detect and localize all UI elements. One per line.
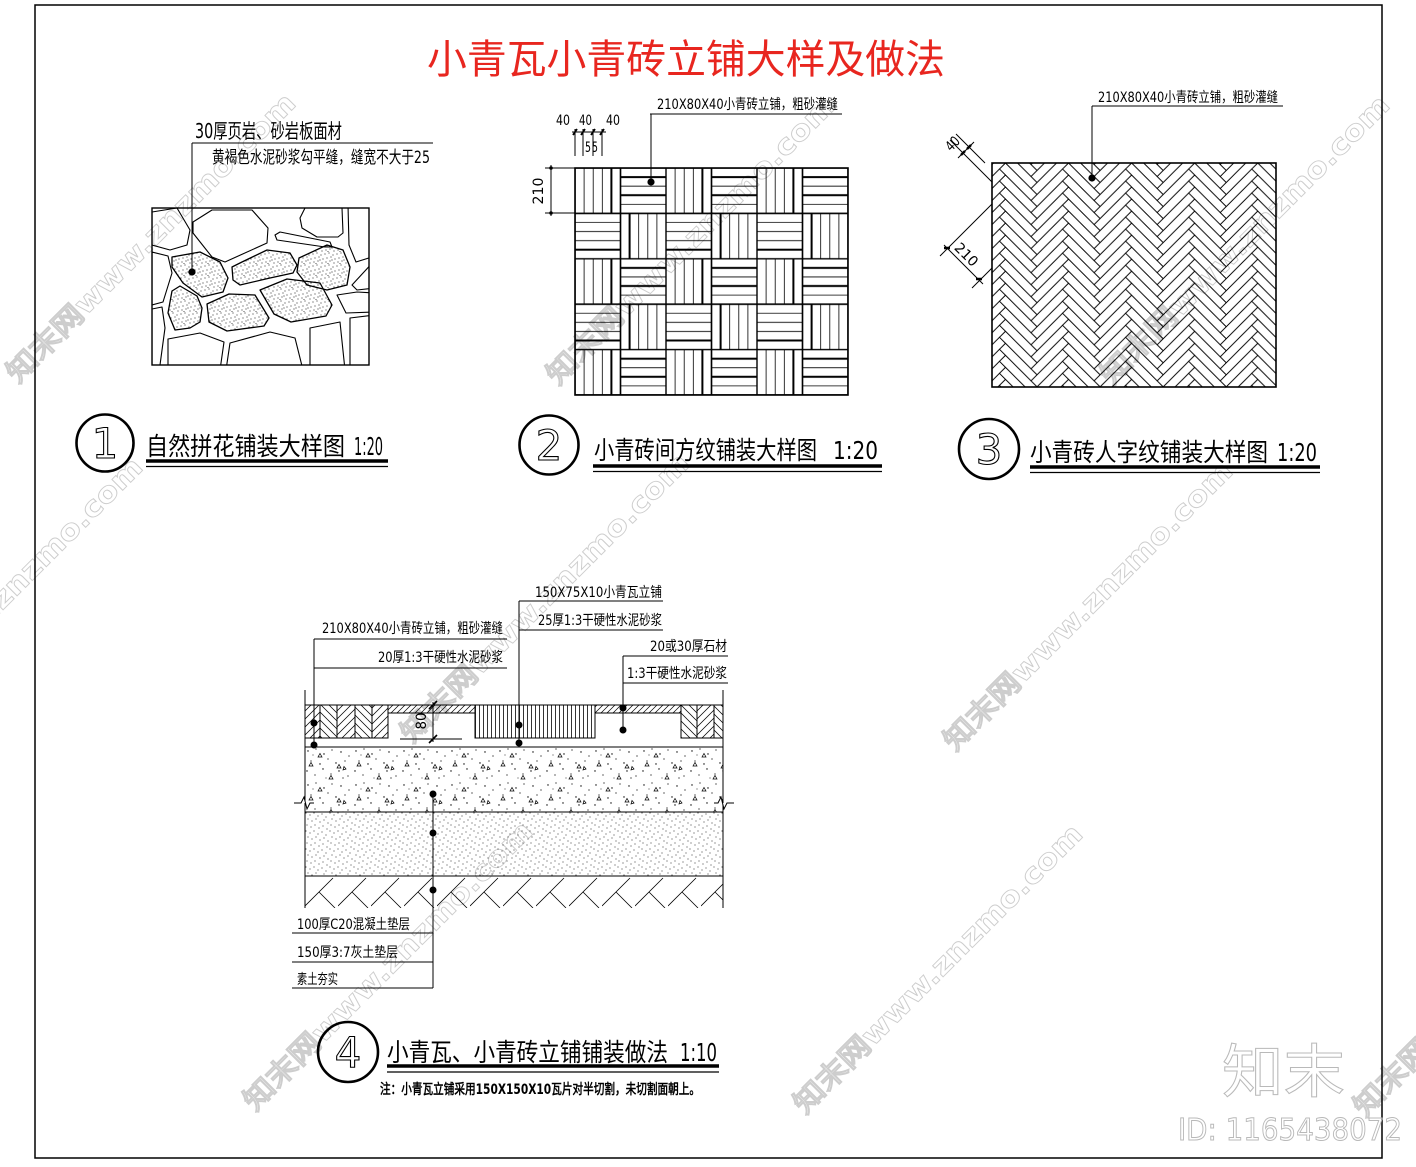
break-mark-left bbox=[294, 795, 314, 811]
dim-80-label: 80 bbox=[414, 713, 430, 730]
flagstone-stippled bbox=[171, 251, 229, 298]
flagstone-stippled bbox=[167, 285, 203, 331]
detail-4-number-circle bbox=[316, 1020, 380, 1084]
detail-1-material-label: 30厚页岩、砂岩板面材 bbox=[195, 119, 342, 143]
detail-2-number: 2 bbox=[536, 421, 563, 470]
detail-3-material-label: 210X80X40小青砖立铺，粗砂灌缝 bbox=[1098, 90, 1278, 106]
detail-1-natural-paving: 30厚页岩、砂岩板面材 黄褐色水泥砂浆勾平缝，缝宽不大于25 bbox=[75, 119, 433, 473]
leader-dot bbox=[1088, 174, 1096, 182]
concrete-layer bbox=[305, 747, 723, 812]
detail-2-scale: 1:20 bbox=[833, 436, 878, 465]
dim-40: 40 bbox=[579, 113, 592, 129]
leader-dot bbox=[188, 268, 196, 276]
detail-3-number-circle bbox=[957, 417, 1021, 481]
flagstone bbox=[152, 251, 173, 306]
detail-2-basket-weave-paving: 210X80X40小青砖立铺，粗砂灌缝 40 40 40 5 5 210 bbox=[518, 97, 882, 476]
flagstone-stippled bbox=[206, 293, 270, 332]
detail-1-number-circle bbox=[75, 413, 135, 473]
detail-3-herringbone-paving: 210X80X40小青砖立铺，粗砂灌缝 40 210 3 小青砖人字纹铺装大样图… bbox=[939, 90, 1320, 481]
callout-brick-label: 210X80X40小青砖立铺，粗砂灌缝 bbox=[322, 621, 503, 637]
flagstone-stippled bbox=[231, 249, 298, 286]
watermark-logo: 知末 bbox=[1222, 1038, 1345, 1106]
detail-3-scale: 1:20 bbox=[1277, 438, 1317, 467]
detail-4-scale: 1:10 bbox=[680, 1038, 717, 1067]
flagstone bbox=[299, 208, 344, 238]
detail-2-top-dimension: 40 40 40 5 5 bbox=[556, 113, 620, 156]
page-title: 小青瓦小青砖立铺大样及做法 bbox=[427, 37, 945, 83]
herringbone-field bbox=[991, 162, 1277, 388]
dim-80: 80 bbox=[400, 700, 462, 744]
detail-3-title: 小青砖人字纹铺装大样图 bbox=[1030, 438, 1268, 467]
break-mark-right bbox=[714, 795, 734, 811]
detail-2-material-label: 210X80X40小青砖立铺，粗砂灌缝 bbox=[657, 97, 838, 113]
sheet-frame bbox=[34, 4, 1383, 1159]
flagstone bbox=[274, 231, 333, 248]
detail-3-number: 3 bbox=[976, 425, 1003, 474]
flagstone bbox=[349, 315, 369, 365]
flagstone bbox=[192, 209, 269, 263]
dim-210: 210 bbox=[531, 178, 547, 205]
detail-1-scale: 1:20 bbox=[354, 432, 383, 461]
callout-concrete-label: 100厚C20混凝土垫层 bbox=[297, 917, 410, 933]
detail-2-side-dimension: 210 bbox=[531, 165, 575, 216]
dim-5: 5 bbox=[585, 140, 591, 156]
basket-weave-grid bbox=[574, 167, 849, 396]
callout-brick-mortar-label: 20厚1:3干硬性水泥砂浆 bbox=[378, 650, 503, 666]
callout-lime-soil-label: 150厚3:7灰土垫层 bbox=[297, 945, 398, 961]
dim-40: 40 bbox=[556, 113, 570, 129]
flagstone bbox=[152, 306, 166, 365]
flagstone bbox=[309, 321, 346, 365]
dim-5: 5 bbox=[592, 140, 598, 156]
lime-soil-layer bbox=[305, 812, 723, 876]
flagstone bbox=[152, 208, 191, 251]
surface-layer bbox=[304, 704, 724, 739]
flagstone-plan bbox=[152, 208, 369, 365]
detail-1-title: 自然拼花铺装大样图 bbox=[146, 432, 345, 461]
detail-4-note: 注：小青瓦立铺采用150X150X10瓦片对半切割，未切割面朝上。 bbox=[380, 1081, 700, 1098]
watermark-id: ID: 1165438072 bbox=[1178, 1113, 1402, 1148]
dim-40: 40 bbox=[943, 134, 964, 155]
leader-dots bbox=[310, 704, 627, 894]
detail-3-dimensions: 40 210 bbox=[939, 134, 993, 289]
flagstone-stippled bbox=[259, 278, 333, 323]
callout-earth-label: 素土夯实 bbox=[297, 972, 338, 988]
dim-210: 210 bbox=[951, 240, 981, 270]
watermark-text: 知末网www.znzmo.com bbox=[937, 454, 1240, 757]
flagstone-plan-border bbox=[151, 207, 370, 366]
flagstone bbox=[226, 331, 303, 365]
detail-4-paving-section: 150X75X10小青瓦立铺 25厚1:3干硬性水泥砂浆 210X80X40小青… bbox=[292, 585, 734, 1098]
watermark-text: 知末网www.znzmo.com bbox=[0, 450, 149, 753]
flagstone bbox=[336, 291, 369, 314]
detail-4-title: 小青瓦、小青砖立铺铺装做法 bbox=[387, 1038, 668, 1067]
dim-40: 40 bbox=[606, 113, 620, 129]
leader-dot bbox=[647, 178, 655, 186]
detail-2-number-circle bbox=[518, 414, 580, 476]
callout-stone-mortar-label: 1:3干硬性水泥砂浆 bbox=[627, 666, 727, 682]
flagstone-stippled bbox=[296, 244, 351, 291]
flagstone bbox=[351, 265, 369, 291]
callout-tile-label: 150X75X10小青瓦立铺 bbox=[535, 585, 662, 601]
compacted-earth-layer bbox=[305, 876, 723, 908]
detail-1-number: 1 bbox=[92, 419, 119, 468]
detail-4-number: 4 bbox=[335, 1028, 362, 1077]
callout-stone-label: 20或30厚石材 bbox=[650, 639, 727, 655]
flagstone bbox=[347, 208, 369, 263]
detail-2-title: 小青砖间方纹铺装大样图 bbox=[594, 436, 817, 465]
watermark-text: 知末网www.znzmo.com bbox=[787, 817, 1090, 1120]
callout-tile-mortar-label: 25厚1:3干硬性水泥砂浆 bbox=[538, 613, 662, 629]
detail-1-joint-label: 黄褐色水泥砂浆勾平缝，缝宽不大于25 bbox=[212, 148, 430, 168]
